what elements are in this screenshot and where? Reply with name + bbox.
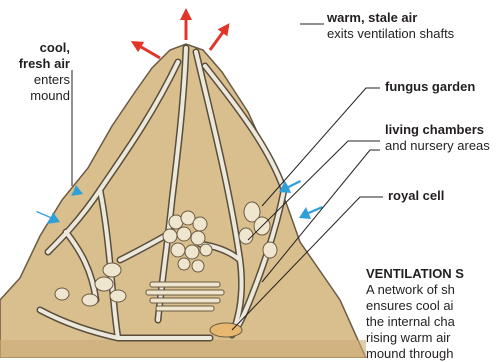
cool-air-desc-line1: enters xyxy=(8,72,70,88)
ventilation-line: ensures cool ai xyxy=(366,298,464,314)
warm-air-title: warm, stale air xyxy=(327,10,454,26)
ventilation-caption: VENTILATION S A network of sh ensures co… xyxy=(366,266,464,362)
warm-air-label: warm, stale air exits ventilation shafts xyxy=(327,10,454,42)
ventilation-line: the internal cha xyxy=(366,314,464,330)
cool-air-label: cool, fresh air enters mound xyxy=(8,40,70,104)
living-chambers-label: living chambers and nursery areas xyxy=(385,122,490,154)
cool-air-title-line1: cool, xyxy=(8,40,70,56)
ventilation-line: rising warm air xyxy=(366,330,464,346)
ventilation-line: mound through xyxy=(366,346,464,362)
living-chambers-desc: and nursery areas xyxy=(385,138,490,154)
fungus-garden-label: fungus garden xyxy=(385,79,475,95)
living-chambers-title: living chambers xyxy=(385,122,490,138)
ventilation-line: A network of sh xyxy=(366,282,464,298)
warm-air-desc: exits ventilation shafts xyxy=(327,26,454,42)
ground-band xyxy=(0,340,366,358)
ventilation-heading: VENTILATION S xyxy=(366,266,464,282)
cool-air-title-line2: fresh air xyxy=(8,56,70,72)
cool-air-desc-line2: mound xyxy=(8,88,70,104)
royal-cell-label: royal cell xyxy=(388,188,444,204)
